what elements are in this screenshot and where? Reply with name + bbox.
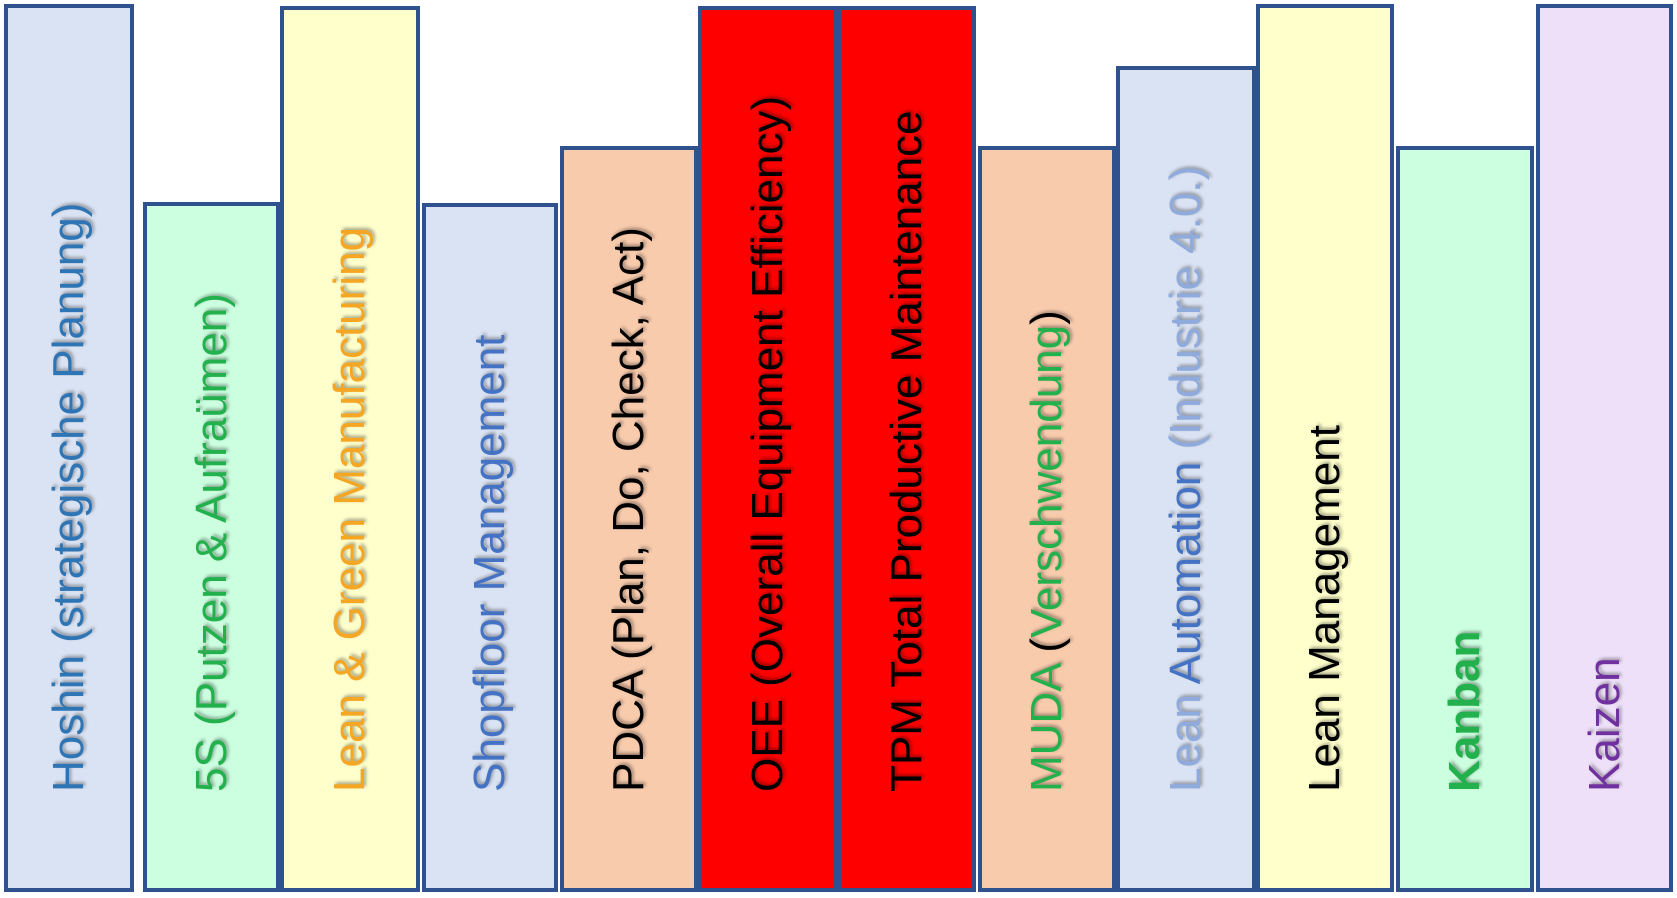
- book-label-part: Automation: [1161, 449, 1210, 685]
- book-label-part: PDCA (Plan, Do, Check, Act): [604, 227, 653, 792]
- book-label-part: Kanban: [1440, 630, 1489, 792]
- book-label-part: MUDA: [1022, 652, 1071, 792]
- book-label-part: Lean &: [325, 640, 374, 792]
- book-label-part: ): [1022, 310, 1071, 325]
- book-label: PDCA (Plan, Do, Check, Act): [604, 227, 653, 792]
- book-label-part: OEE (Overall Equipment Efficiency): [743, 95, 792, 792]
- book-hoshin: Hoshin (strategische Planung): [4, 4, 134, 892]
- book-kanban: Kanban: [1396, 146, 1534, 892]
- book-lean-automation: Lean Automation (Industrie 4.0.): [1116, 66, 1256, 892]
- book-muda: MUDA (Verschwendung): [978, 146, 1116, 892]
- book-label-part: Hoshin (strategische Planung): [44, 202, 93, 792]
- book-label: Lean & Green Manufacturing: [325, 226, 374, 792]
- book-label-part: Verschwendung: [1022, 324, 1071, 638]
- book-label-part: (: [1022, 637, 1071, 653]
- book-label-part: Green Manufacturing: [325, 226, 374, 641]
- book-label-part: 5S (Putzen & Aufraümen): [186, 293, 236, 792]
- book-label: Lean Management: [1300, 425, 1349, 792]
- book-lean-management: Lean Management: [1256, 4, 1394, 892]
- book-label-part: Kaizen: [1579, 657, 1629, 792]
- book-tpm: TPM Total Productive Maintenance: [838, 6, 976, 892]
- book-shopfloor: Shopfloor Management: [422, 203, 558, 892]
- book-label: OEE (Overall Equipment Efficiency): [743, 95, 792, 792]
- book-pdca: PDCA (Plan, Do, Check, Act): [560, 146, 698, 892]
- book-lean-green: Lean & Green Manufacturing: [280, 6, 420, 892]
- book-label: 5S (Putzen & Aufraümen): [186, 293, 236, 792]
- book-label: Kanban: [1440, 630, 1489, 792]
- book-label-part: Lean: [1161, 684, 1210, 792]
- book-label: Kaizen: [1579, 657, 1629, 792]
- book-kaizen: Kaizen: [1536, 4, 1673, 892]
- book-label: TPM Total Productive Maintenance: [882, 110, 931, 792]
- book-label: MUDA (Verschwendung): [1022, 310, 1071, 792]
- book-label: Shopfloor Management: [465, 334, 514, 792]
- book-label-part: TPM Total Productive Maintenance: [882, 110, 931, 792]
- book-label: Lean Automation (Industrie 4.0.): [1161, 165, 1210, 792]
- book-label-part: Shopfloor Management: [465, 334, 514, 792]
- book-oee: OEE (Overall Equipment Efficiency): [698, 6, 838, 892]
- book-label: Hoshin (strategische Planung): [44, 202, 93, 792]
- book-5s: 5S (Putzen & Aufraümen): [143, 202, 280, 892]
- book-label-part: Lean Management: [1300, 425, 1349, 792]
- book-label-part: (Industrie 4.0.): [1161, 165, 1210, 450]
